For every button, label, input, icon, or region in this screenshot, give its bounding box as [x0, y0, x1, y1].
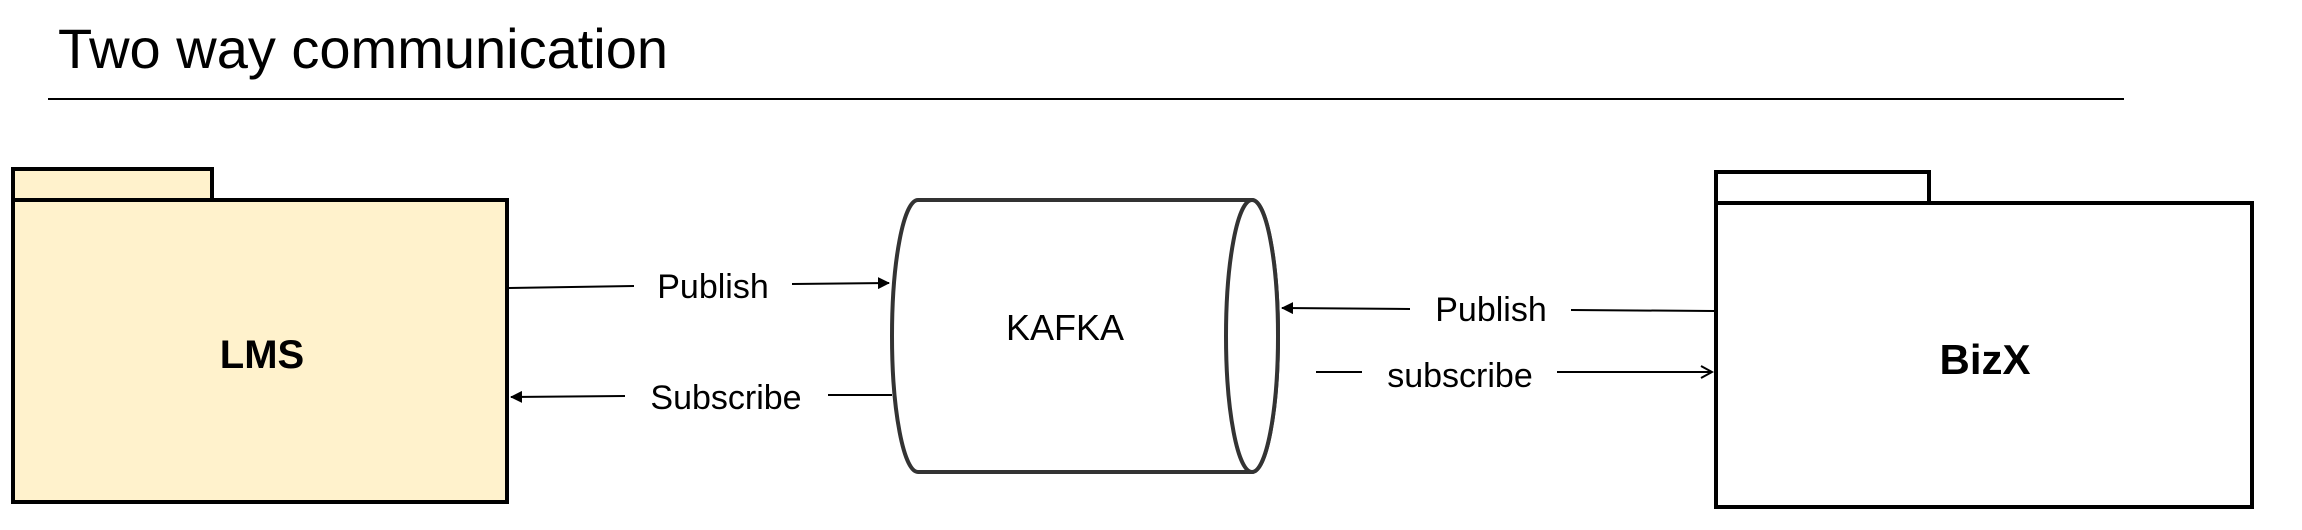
lms-label: LMS — [220, 333, 304, 377]
lms-publish-edge: Publish — [508, 268, 890, 306]
bizx-label: BizX — [1939, 336, 2030, 383]
lms-publish-line-a — [508, 285, 635, 289]
bizx-publish-label: Publish — [1435, 291, 1547, 329]
bizx-publish-line-a — [1570, 309, 1715, 312]
kafka-queue[interactable]: KAFKA — [890, 198, 1280, 474]
lms-subscribe-label: Subscribe — [650, 379, 801, 417]
lms-subscribe-edge: Subscribe — [510, 379, 892, 417]
bizx-folder-body — [1714, 201, 2254, 509]
bizx-publish-line-b — [1281, 302, 1411, 315]
bizx-subscribe-label: subscribe — [1387, 357, 1533, 395]
bizx-publish-edge: Publish — [1281, 291, 1715, 329]
lms-publish-label: Publish — [657, 268, 769, 306]
lms-publish-line-b — [791, 277, 890, 290]
lms-folder-tab — [11, 167, 214, 202]
lms-folder-body — [11, 198, 509, 504]
kafka-cylinder-end — [1224, 198, 1280, 474]
bizx-folder[interactable]: BizX — [1714, 170, 2254, 509]
bizx-subscribe-edge: subscribe — [1316, 357, 1712, 395]
lms-folder[interactable]: LMS — [11, 167, 509, 504]
bizx-folder-tab — [1714, 170, 1931, 205]
kafka-label: KAFKA — [1006, 307, 1124, 348]
page-title: Two way communication — [58, 17, 668, 80]
lms-subscribe-line-b — [510, 390, 626, 403]
